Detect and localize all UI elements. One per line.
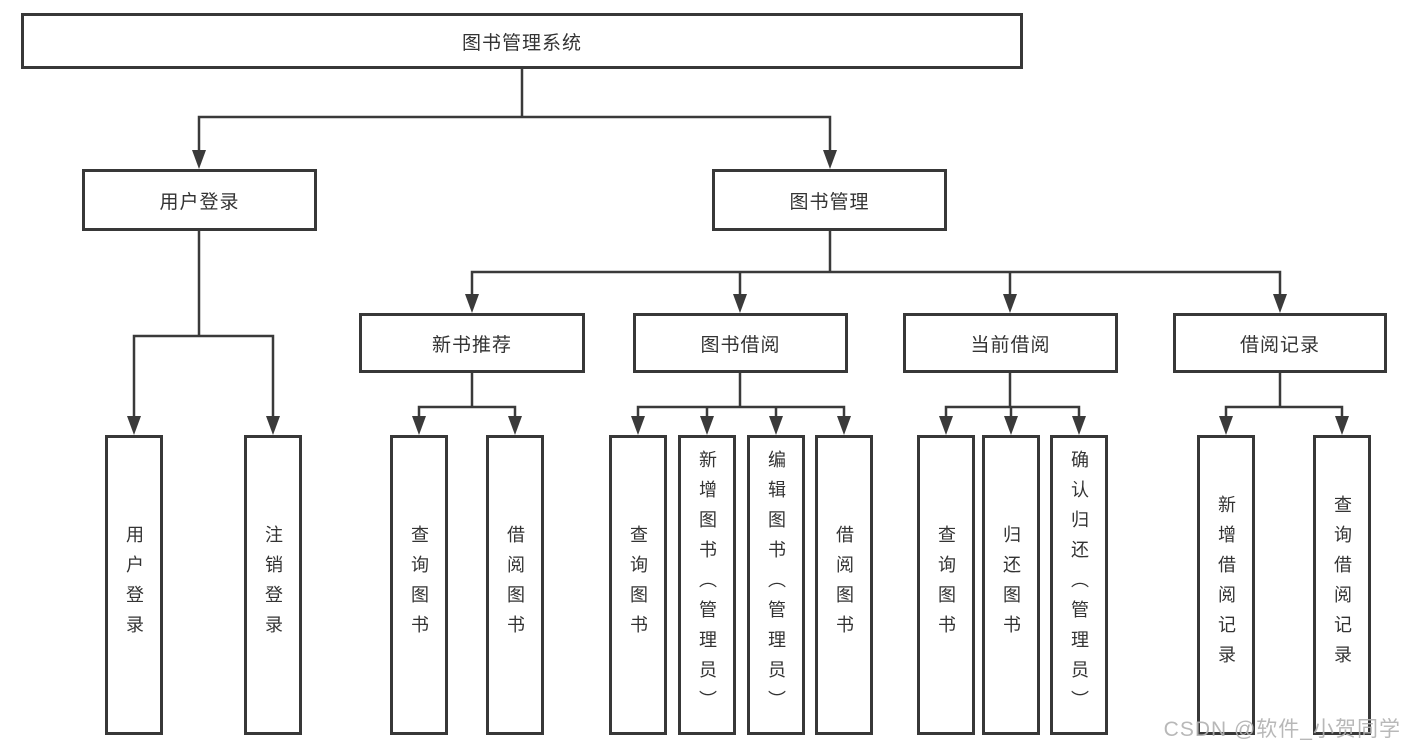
- leaf-add-borrow-record-label: 新增借阅记录: [1216, 495, 1236, 675]
- leaf-add-borrow-record: 新增借阅记录: [1197, 435, 1255, 735]
- arrowhead-icon: [508, 416, 522, 435]
- arrowhead-icon: [1072, 416, 1086, 435]
- leaf-borrowing-query-books: 查询图书: [609, 435, 667, 735]
- arrowhead-icon: [192, 150, 206, 169]
- arrowhead-icon: [1004, 416, 1018, 435]
- tree-connector-path: [132, 67, 1344, 420]
- leaf-borrowing-borrow-books-label: 借阅图书: [834, 525, 854, 645]
- arrowhead-icon: [837, 416, 851, 435]
- leaf-add-books-admin: 新增图书（管理员）: [678, 435, 736, 735]
- node-borrowing-records: 借阅记录: [1173, 313, 1387, 373]
- leaf-logout-label: 注销登录: [263, 525, 283, 645]
- arrowhead-icon: [127, 416, 141, 435]
- arrowhead-icon: [769, 416, 783, 435]
- leaf-recommend-query-books: 查询图书: [390, 435, 448, 735]
- leaf-edit-books-admin-label: 编辑图书（管理员）: [766, 450, 786, 720]
- leaf-recommend-borrow-books: 借阅图书: [486, 435, 544, 735]
- leaf-recommend-query-books-label: 查询图书: [409, 525, 429, 645]
- arrowhead-icon: [412, 416, 426, 435]
- leaf-current-query-books-label: 查询图书: [936, 525, 956, 645]
- arrowhead-icon: [939, 416, 953, 435]
- node-new-book-recommendation: 新书推荐: [359, 313, 585, 373]
- arrowhead-icon: [1273, 294, 1287, 313]
- leaf-borrowing-borrow-books: 借阅图书: [815, 435, 873, 735]
- arrowhead-icon: [1335, 416, 1349, 435]
- arrowhead-icon: [733, 294, 747, 313]
- leaf-current-query-books: 查询图书: [917, 435, 975, 735]
- leaf-user-login: 用户登录: [105, 435, 163, 735]
- leaf-user-login-label: 用户登录: [124, 525, 144, 645]
- node-current-borrowing: 当前借阅: [903, 313, 1118, 373]
- arrowheads: [127, 150, 1349, 435]
- leaf-query-borrow-record: 查询借阅记录: [1313, 435, 1371, 735]
- leaf-recommend-borrow-books-label: 借阅图书: [505, 525, 525, 645]
- arrowhead-icon: [1219, 416, 1233, 435]
- arrowhead-icon: [631, 416, 645, 435]
- leaf-return-books-label: 归还图书: [1001, 525, 1021, 645]
- node-book-management: 图书管理: [712, 169, 947, 231]
- node-book-borrowing: 图书借阅: [633, 313, 848, 373]
- leaf-confirm-return-admin: 确认归还（管理员）: [1050, 435, 1108, 735]
- arrowhead-icon: [700, 416, 714, 435]
- leaf-add-books-admin-label: 新增图书（管理员）: [697, 450, 717, 720]
- node-root-system: 图书管理系统: [21, 13, 1023, 69]
- csdn-watermark: CSDN @软件_小贺同学: [1163, 718, 1401, 741]
- node-user-login-group: 用户登录: [82, 169, 317, 231]
- leaf-logout: 注销登录: [244, 435, 302, 735]
- arrowhead-icon: [823, 150, 837, 169]
- leaf-borrowing-query-books-label: 查询图书: [628, 525, 648, 645]
- leaf-edit-books-admin: 编辑图书（管理员）: [747, 435, 805, 735]
- arrowhead-icon: [465, 294, 479, 313]
- arrowhead-icon: [266, 416, 280, 435]
- arrowhead-icon: [1003, 294, 1017, 313]
- leaf-query-borrow-record-label: 查询借阅记录: [1332, 495, 1352, 675]
- leaf-confirm-return-admin-label: 确认归还（管理员）: [1069, 450, 1089, 720]
- leaf-return-books: 归还图书: [982, 435, 1040, 735]
